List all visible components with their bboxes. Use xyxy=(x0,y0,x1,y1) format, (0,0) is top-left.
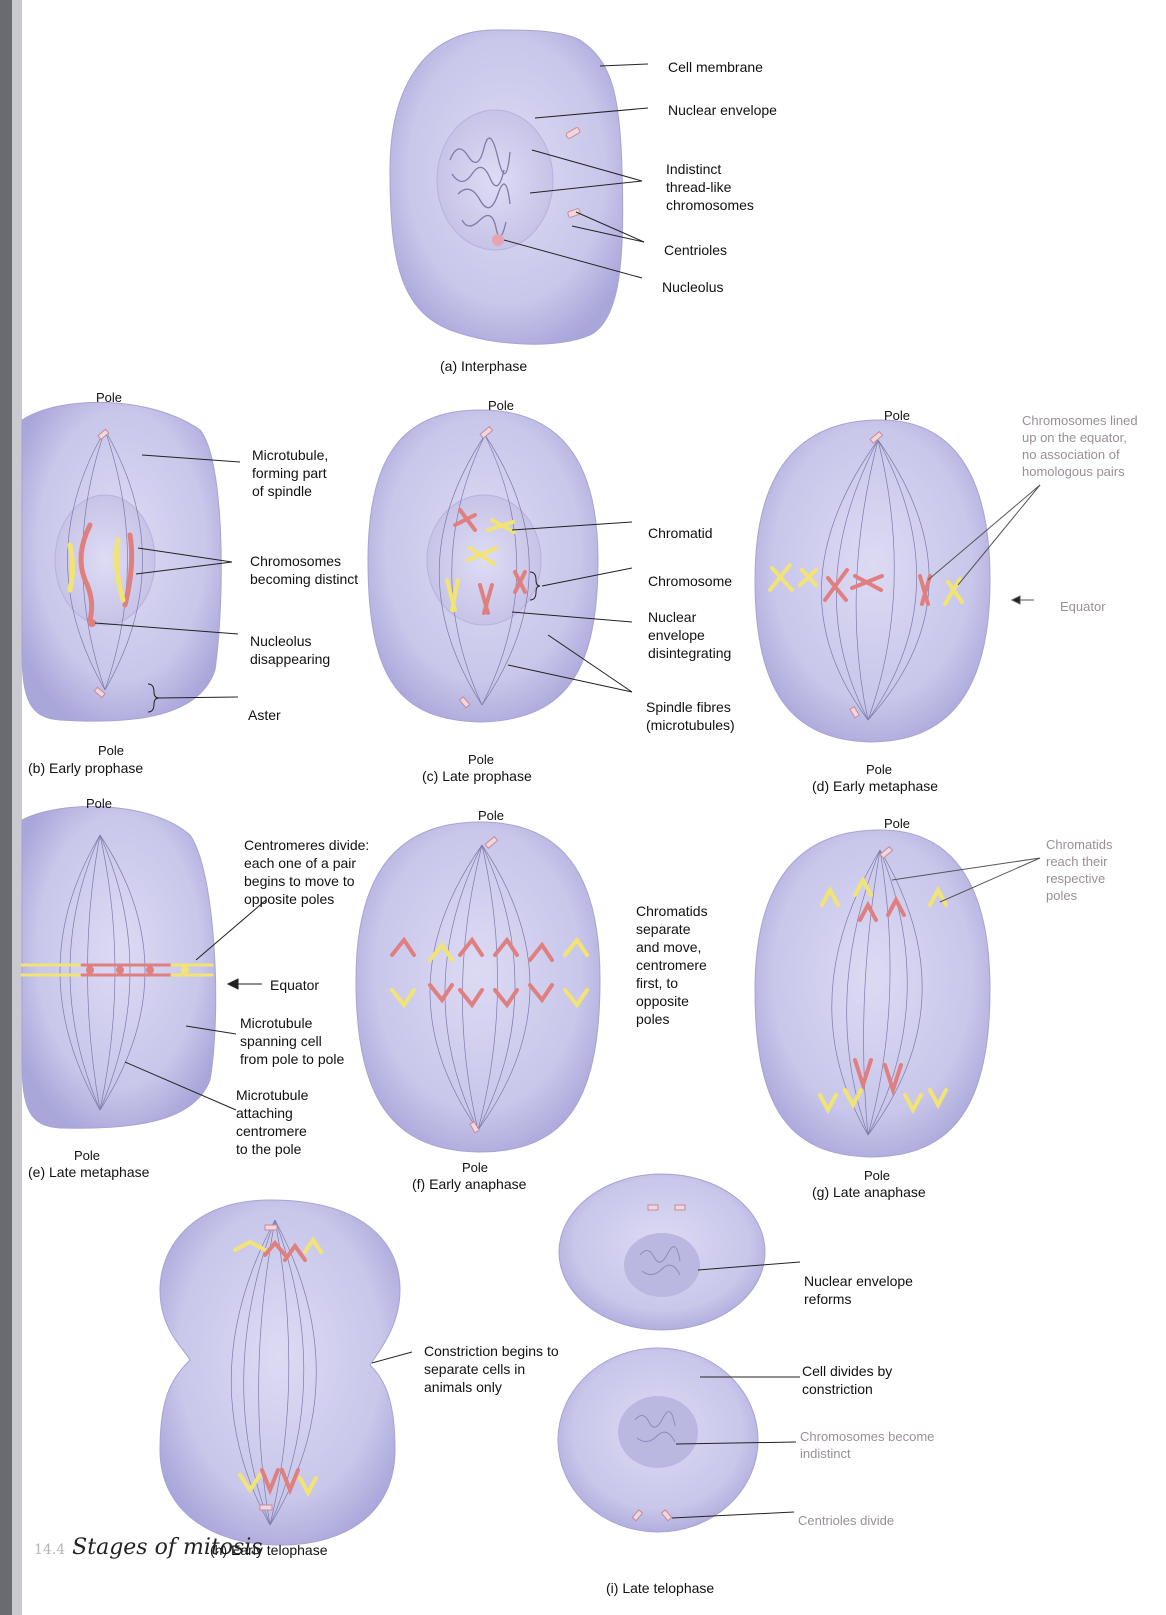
caption-e: (e) Late metaphase xyxy=(28,1164,149,1181)
pole-d-bottom: Pole xyxy=(866,762,892,777)
label-microtubule-spanning: Microtubule spanning cell from pole to p… xyxy=(240,1014,344,1068)
pole-c-top: Pole xyxy=(488,398,514,413)
cell-i-late-telophase xyxy=(558,1174,800,1532)
label-chromosome: Chromosome xyxy=(648,572,732,590)
caption-a: (a) Interphase xyxy=(440,358,527,375)
cell-e-late-metaphase xyxy=(22,806,266,1128)
cell-h-early-telophase xyxy=(160,1200,412,1545)
label-cell-divides: Cell divides by constriction xyxy=(802,1362,892,1398)
cell-f-early-anaphase xyxy=(356,822,600,1152)
caption-c: (c) Late prophase xyxy=(422,768,532,785)
cell-b-early-prophase xyxy=(22,402,240,721)
label-spindle-fibres: Spindle fibres (microtubules) xyxy=(646,698,735,734)
pole-c-bottom: Pole xyxy=(468,752,494,767)
cell-c-late-prophase xyxy=(368,410,632,722)
figure-title: 14.4 Stages of mitosis xyxy=(34,1535,263,1560)
label-aster: Aster xyxy=(248,706,281,724)
label-chromosomes-distinct: Chromosomes becoming distinct xyxy=(250,552,358,588)
caption-f: (f) Early anaphase xyxy=(412,1176,526,1193)
label-envelope-reforms: Nuclear envelope reforms xyxy=(804,1272,913,1308)
pole-f-bottom: Pole xyxy=(462,1160,488,1175)
label-chromatid: Chromatid xyxy=(648,524,713,542)
figure-title-text: Stages of mitosis xyxy=(72,1535,262,1560)
label-centromeres-divide: Centromeres divide: each one of a pair b… xyxy=(244,836,369,908)
pole-e-bottom: Pole xyxy=(74,1148,100,1163)
caption-g: (g) Late anaphase xyxy=(812,1184,926,1201)
label-nuclear-envelope: Nuclear envelope xyxy=(668,101,777,119)
label-chromatids-separate: Chromatids separate and move, centromere… xyxy=(636,902,708,1028)
caption-d: (d) Early metaphase xyxy=(812,778,938,795)
label-microtubule-attaching: Microtubule attaching centromere to the … xyxy=(236,1086,308,1158)
figure-number: 14.4 xyxy=(34,1542,65,1558)
label-cell-membrane: Cell membrane xyxy=(668,58,763,76)
cell-g-late-anaphase xyxy=(755,830,1040,1157)
pole-g-bottom: Pole xyxy=(864,1168,890,1183)
label-equator-e: Equator xyxy=(270,976,319,994)
pole-e-top: Pole xyxy=(86,796,112,811)
pole-d-top: Pole xyxy=(884,408,910,423)
pole-b-top: Pole xyxy=(96,390,122,405)
label-chromosomes-lined-up: Chromosomes lined up on the equator, no … xyxy=(1022,412,1138,480)
label-microtubule-spindle: Microtubule, forming part of spindle xyxy=(252,446,328,500)
nucleolus-a xyxy=(492,234,504,246)
pole-f-top: Pole xyxy=(478,808,504,823)
label-chromatids-reach-poles: Chromatids reach their respective poles xyxy=(1046,836,1112,904)
cell-d-early-metaphase xyxy=(755,420,1040,742)
label-centrioles-divide: Centrioles divide xyxy=(798,1512,894,1529)
label-nucleolus-disappearing: Nucleolus disappearing xyxy=(250,632,330,668)
label-nucleolus: Nucleolus xyxy=(662,278,723,296)
label-constriction-begins: Constriction begins to separate cells in… xyxy=(424,1342,559,1396)
caption-i: (i) Late telophase xyxy=(606,1580,714,1597)
cell-a-interphase xyxy=(390,30,648,344)
label-centrioles: Centrioles xyxy=(664,241,727,259)
label-equator-d: Equator xyxy=(1060,598,1106,615)
label-envelope-disintegrating: Nuclear envelope disintegrating xyxy=(648,608,731,662)
caption-b: (b) Early prophase xyxy=(28,760,143,777)
pole-g-top: Pole xyxy=(884,816,910,831)
label-chromosomes-indistinct: Chromosomes become indistinct xyxy=(800,1428,934,1462)
label-thread-like-chromosomes: Indistinct thread-like chromosomes xyxy=(666,160,754,214)
pole-b-bottom: Pole xyxy=(98,743,124,758)
